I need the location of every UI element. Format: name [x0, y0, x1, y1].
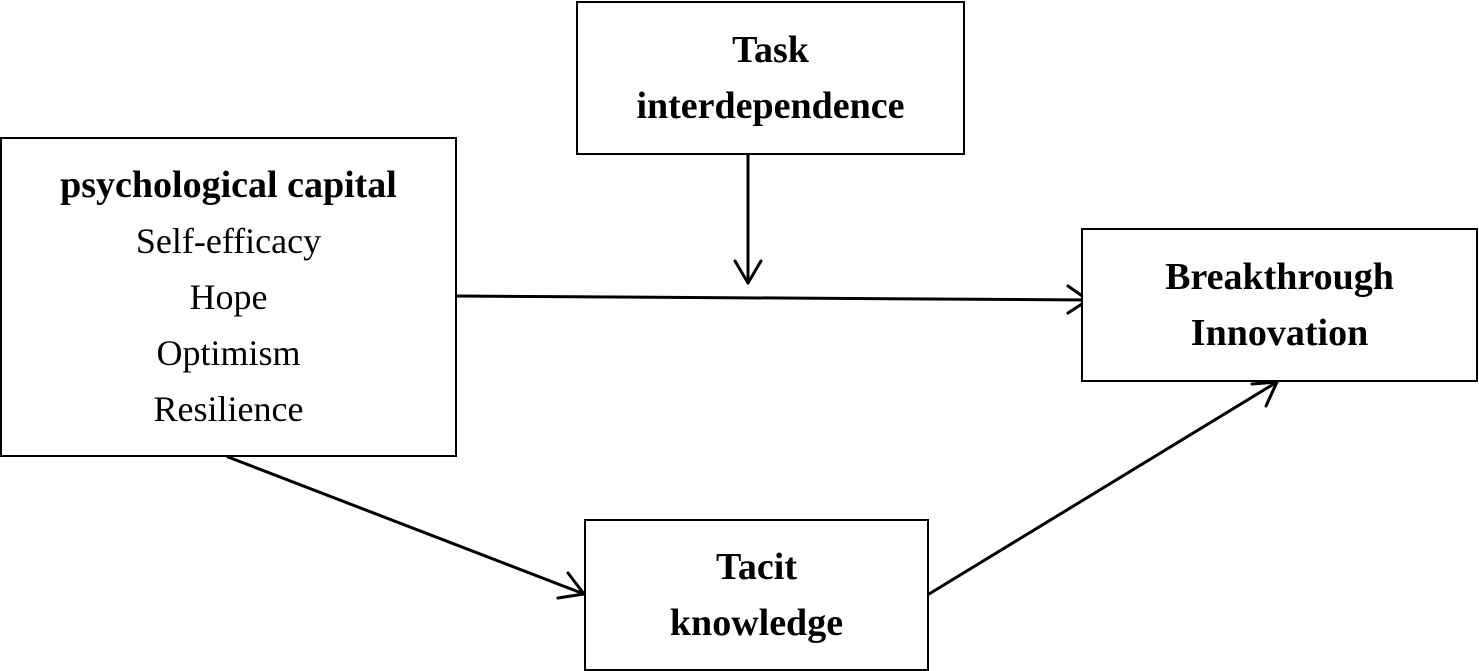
capital-item-optimism: Optimism [156, 333, 301, 373]
tacit-label-line-2: knowledge [669, 602, 844, 644]
capital-item-self-efficacy: Self-efficacy [135, 221, 322, 261]
capital-item-hope: Hope [189, 277, 268, 317]
task-interdependence-box: Task interdependence [576, 1, 965, 155]
arrow-capital-to-tacit [226, 455, 586, 596]
capital-item-resilience: Resilience [153, 389, 304, 429]
psychological-capital-box: psychological capital Self-efficacy Hope… [0, 137, 457, 457]
breakthrough-label-line-2: Innovation [1190, 312, 1369, 354]
breakthrough-label-line-1: Breakthrough [1165, 256, 1394, 298]
capital-title: psychological capital [60, 164, 397, 206]
arrow-capital-to-breakthrough [455, 294, 1090, 302]
arrowhead-tacit-to-breakthrough [1250, 380, 1279, 408]
task-label-line-2: interdependence [636, 85, 905, 127]
tacit-knowledge-box: Tacit knowledge [584, 519, 929, 671]
tacit-label-line-1: Tacit [716, 546, 797, 588]
arrowhead-task-to-main-path [733, 259, 763, 285]
arrow-tacit-to-breakthrough [927, 380, 1279, 596]
breakthrough-innovation-box: Breakthrough Innovation [1081, 228, 1478, 382]
task-label-line-1: Task [732, 29, 809, 71]
